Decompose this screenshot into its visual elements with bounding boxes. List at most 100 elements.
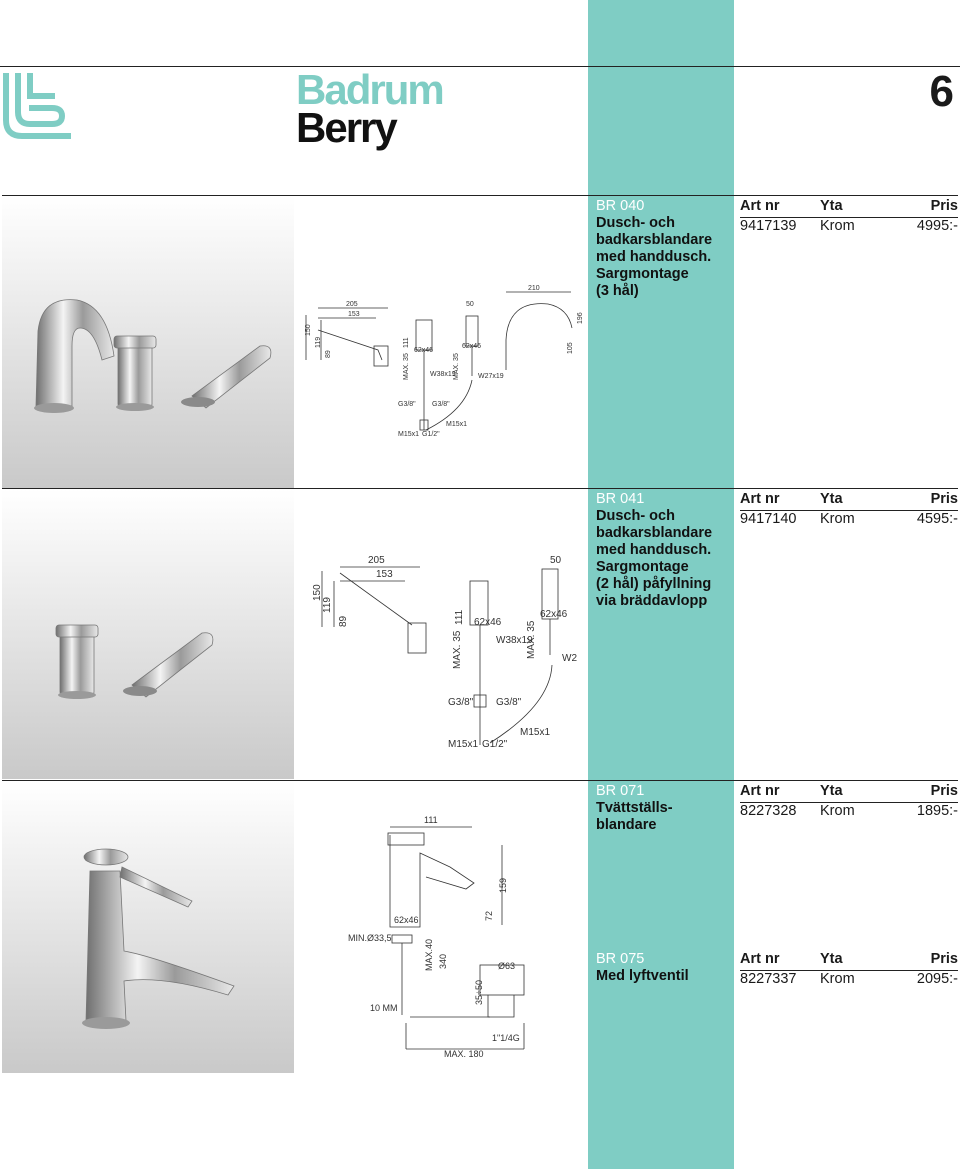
- price-table-br071: Art nr Yta Pris 8227328 Krom 1895:-: [740, 783, 958, 820]
- svg-text:W27x19: W27x19: [478, 373, 504, 380]
- page-number: 6: [929, 67, 954, 116]
- col-art: Art nr: [740, 951, 780, 967]
- svg-text:111: 111: [424, 815, 438, 825]
- svg-text:M15x1: M15x1: [398, 431, 419, 438]
- product-info-br071: BR 071 Tvättställs- blandare: [596, 783, 732, 834]
- svg-text:340: 340: [438, 954, 448, 969]
- svg-text:111: 111: [454, 609, 465, 625]
- svg-text:MAX. 35: MAX. 35: [453, 353, 460, 380]
- table-row: 9417140 Krom 4595:-: [740, 511, 958, 528]
- svg-text:MAX. 35: MAX. 35: [452, 630, 463, 669]
- svg-text:W38x19: W38x19: [430, 371, 456, 378]
- product-desc-line: badkarsblandare: [596, 525, 713, 541]
- col-art: Art nr: [740, 783, 780, 799]
- product-desc-line: Dusch- och: [596, 508, 675, 524]
- svg-text:62x46: 62x46: [394, 915, 419, 925]
- dimension-drawing-br040: 205 153 50 210 62x46 W38x19 62x46 W27x19…: [305, 285, 584, 438]
- product-desc-line: Sargmontage: [596, 559, 689, 575]
- pris: 4595:-: [916, 511, 958, 527]
- svg-text:G3/8": G3/8": [448, 697, 474, 708]
- brand-logo-icon: [3, 73, 71, 139]
- col-yta: Yta: [820, 951, 843, 967]
- product-desc-line: blandare: [596, 817, 657, 833]
- product-desc-line: (2 hål) påfyllning: [596, 576, 712, 592]
- svg-text:119: 119: [315, 337, 322, 348]
- table-divider: [740, 802, 958, 803]
- svg-text:G3/8": G3/8": [496, 697, 522, 708]
- table-row: 9417139 Krom 4995:-: [740, 218, 958, 235]
- svg-text:150: 150: [312, 584, 323, 601]
- pris: 4995:-: [916, 218, 958, 234]
- art-nr: 8227337: [740, 971, 797, 987]
- svg-text:G1/2": G1/2": [422, 431, 440, 438]
- product-desc-line: (3 hål): [596, 283, 639, 299]
- col-pris: Pris: [930, 198, 958, 214]
- product-code: BR 075: [596, 951, 645, 967]
- table-header-row: Art nr Yta Pris: [740, 783, 958, 800]
- product-desc-line: Med lyftventil: [596, 968, 689, 984]
- product-info-br075: BR 075 Med lyftventil: [596, 951, 732, 985]
- accent-band: [588, 0, 734, 1169]
- svg-text:210: 210: [528, 285, 540, 292]
- product-info-br040: BR 040 Dusch- och badkarsblandare med ha…: [596, 198, 732, 300]
- table-header-row: Art nr Yta Pris: [740, 198, 958, 215]
- pris: 1895:-: [916, 803, 958, 819]
- col-pris: Pris: [930, 951, 958, 967]
- svg-text:89: 89: [325, 350, 332, 358]
- product-photo-br041: [2, 489, 294, 779]
- table-divider: [740, 970, 958, 971]
- svg-text:M15x1: M15x1: [520, 727, 550, 738]
- svg-text:W38x19: W38x19: [496, 635, 533, 646]
- svg-text:W2: W2: [562, 653, 577, 664]
- table-row: 8227337 Krom 2095:-: [740, 971, 958, 988]
- section-rule: [2, 780, 958, 781]
- price-table-br041: Art nr Yta Pris 9417140 Krom 4595:-: [740, 491, 958, 528]
- header-rule: [0, 66, 960, 67]
- svg-text:50: 50: [550, 555, 562, 566]
- svg-text:62x46: 62x46: [474, 617, 502, 628]
- svg-text:M15x1: M15x1: [446, 421, 467, 428]
- price-table-br075: Art nr Yta Pris 8227337 Krom 2095:-: [740, 951, 958, 988]
- table-divider: [740, 217, 958, 218]
- svg-text:62x46: 62x46: [540, 609, 568, 620]
- svg-text:196: 196: [577, 312, 584, 324]
- svg-text:G3/8": G3/8": [432, 401, 450, 408]
- product-desc-line: med handdusch.: [596, 542, 712, 558]
- svg-text:150: 150: [305, 324, 312, 336]
- product-desc-line: badkarsblandare: [596, 232, 713, 248]
- product-desc-line: med handdusch.: [596, 249, 712, 265]
- col-yta: Yta: [820, 783, 843, 799]
- dimension-drawing-br041: 205 153 50 62x46 W38x19 62x46 W2 G3/8" G…: [312, 555, 577, 750]
- product-photo-br040: [2, 196, 294, 488]
- svg-text:10 MM: 10 MM: [370, 1003, 398, 1013]
- svg-text:35÷50: 35÷50: [474, 980, 484, 1005]
- product-desc-line: Tvättställs-: [596, 800, 673, 816]
- product-photo-br071: [2, 781, 294, 1073]
- col-pris: Pris: [930, 783, 958, 799]
- svg-text:111: 111: [403, 337, 410, 348]
- svg-text:MAX. 180: MAX. 180: [444, 1049, 484, 1059]
- svg-text:62x46: 62x46: [414, 347, 433, 354]
- product-desc-line: via bräddavlopp: [596, 593, 708, 609]
- svg-text:Ø63: Ø63: [498, 961, 515, 971]
- svg-text:G3/8": G3/8": [398, 401, 416, 408]
- table-divider: [740, 510, 958, 511]
- product-code: BR 041: [596, 491, 645, 507]
- svg-text:153: 153: [376, 569, 393, 580]
- svg-text:159: 159: [498, 878, 508, 893]
- art-nr: 8227328: [740, 803, 797, 819]
- svg-text:119: 119: [322, 597, 333, 613]
- product-code: BR 071: [596, 783, 645, 799]
- pris: 2095:-: [916, 971, 958, 987]
- art-nr: 9417140: [740, 511, 797, 527]
- svg-text:MAX.40: MAX.40: [424, 939, 434, 971]
- svg-text:105: 105: [567, 342, 574, 354]
- col-art: Art nr: [740, 491, 780, 507]
- col-art: Art nr: [740, 198, 780, 214]
- section-rule: [2, 488, 958, 489]
- col-yta: Yta: [820, 491, 843, 507]
- art-nr: 9417139: [740, 218, 797, 234]
- dimension-drawing-br071: 111 62x46 MIN.Ø33,5 Ø63 10 MM 1"1/4G MAX…: [348, 815, 525, 1059]
- product-info-br041: BR 041 Dusch- och badkarsblandare med ha…: [596, 491, 732, 610]
- section-rule: [2, 195, 958, 196]
